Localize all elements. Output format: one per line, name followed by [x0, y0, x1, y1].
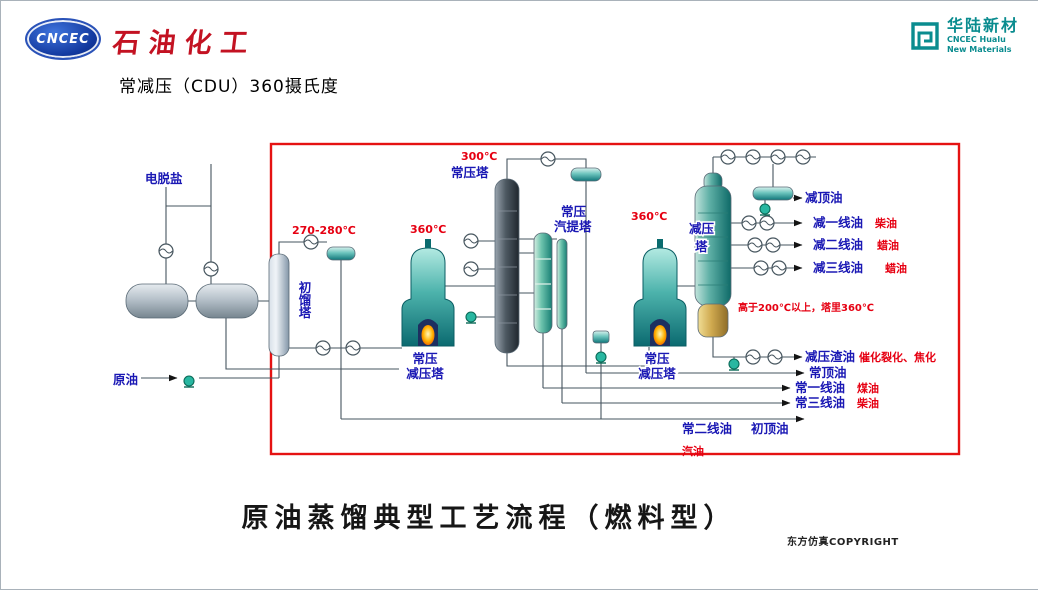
highlight-red-box: [269, 142, 961, 456]
hualu-logo: 华陆新材 CNCEC Hualu New Materials: [910, 16, 1019, 55]
atmospheric-tower: [494, 178, 520, 354]
atmospheric-furnace: [401, 238, 455, 347]
stripper-bands: [535, 258, 551, 310]
label-atm-top-oil: 常顶油: [809, 365, 847, 380]
hualu-name-en-1: CNCEC Hualu: [946, 35, 1006, 45]
label-vac-tower-line1: 减压: [689, 221, 715, 236]
temp-note-200: 高于200℃以上，塔里360℃: [738, 301, 874, 314]
label-vac-tower-line2: 塔: [695, 239, 708, 254]
hualu-name-en-2: New Materials: [946, 45, 1012, 55]
vacuum-furnace: [633, 238, 687, 347]
label-furnace1-line1: 常压: [412, 351, 438, 366]
label-gasoline: 汽油: [682, 444, 704, 458]
label-desalter: 电脱盐: [145, 171, 183, 186]
label-atm-line3-product: 柴油: [856, 396, 879, 410]
label-vac-line1-product: 柴油: [874, 216, 897, 230]
label-vac-line2-product: 蜡油: [877, 238, 899, 252]
label-furnace1-line2: 减压塔: [406, 366, 444, 381]
atmospheric-stripper: [533, 232, 553, 334]
label-vac-line2: 减二线油: [813, 237, 863, 252]
label-atm-tower: 常压塔: [451, 165, 489, 180]
label-vac-residue: 减压渣油: [805, 349, 855, 364]
label-initial-tower: 初馏塔: [297, 280, 312, 319]
label-vac-line3-product: 蜡油: [885, 261, 907, 275]
overhead-drums: [326, 167, 794, 344]
label-atm-line3: 常三线油: [795, 395, 845, 410]
label-stripper-line1: 常压: [561, 204, 587, 219]
vacuum-tower: [694, 172, 732, 338]
label-vac-line3: 减三线油: [813, 260, 863, 275]
label-vac-top-oil: 减顶油: [805, 190, 843, 205]
page-title: 常减压（CDU）360摄氏度: [119, 77, 339, 97]
initial-distillation-tower: [268, 253, 290, 357]
cncec-logo-text: CNCEC: [36, 31, 90, 47]
atm-tower-trays: [497, 210, 517, 324]
label-atm-line1: 常一线油: [795, 380, 845, 395]
temp-360-second: 360℃: [631, 210, 667, 223]
label-vac-line1: 减一线油: [813, 215, 863, 230]
label-stripper-line2: 汽提塔: [554, 219, 592, 234]
label-furnace2-line2: 减压塔: [638, 366, 676, 381]
temp-270-280: 270-280℃: [292, 224, 356, 237]
hualu-logo-icon: [911, 22, 939, 50]
copyright-notice: 东方仿真COPYRIGHT: [787, 535, 899, 548]
label-initial-top-oil: 初顶油: [751, 421, 789, 436]
temp-300: 300℃: [461, 150, 497, 163]
label-vac-residue-note: 催化裂化、焦化: [859, 350, 936, 364]
cncec-logo: CNCEC: [25, 18, 101, 60]
hualu-name-cn: 华陆新材: [946, 16, 1019, 35]
electric-desalters: [125, 283, 259, 319]
label-crude-oil: 原油: [113, 372, 138, 387]
label-atm-line1-product: 煤油: [857, 381, 879, 395]
diagram-caption: 原油蒸馏典型工艺流程（燃料型）: [242, 503, 737, 534]
label-atm-line2: 常二线油: [682, 421, 732, 436]
temp-360-first: 360℃: [410, 223, 446, 236]
side-stripper: [556, 238, 568, 330]
label-furnace2-line1: 常压: [644, 351, 670, 366]
